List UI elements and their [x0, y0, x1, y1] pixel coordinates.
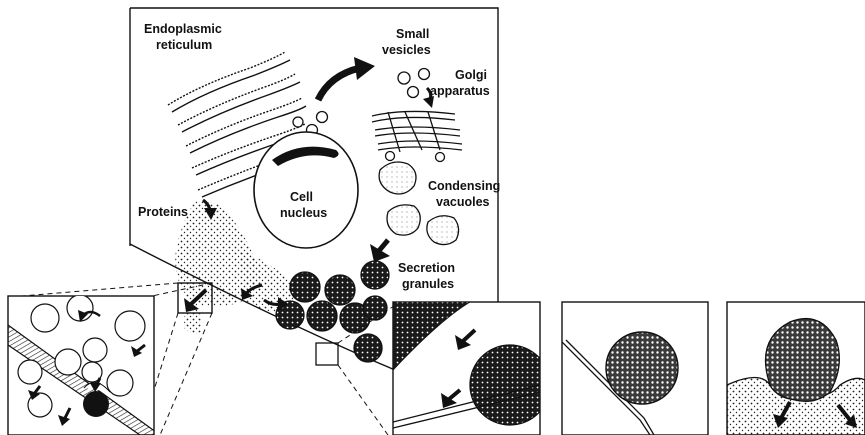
- inset-exocytosis: [727, 302, 865, 435]
- label-nucleus-line1: Cell: [290, 190, 313, 204]
- label-secretion-line2: granules: [402, 277, 454, 291]
- label-er-line2: reticulum: [156, 38, 212, 52]
- label-vesicles-line1: Small: [396, 27, 429, 41]
- label-vesicles-line2: vesicles: [382, 43, 431, 57]
- secretion-granules: [276, 261, 389, 362]
- label-proteins: Proteins: [138, 205, 188, 219]
- label-secretion-line1: Secretion: [398, 261, 455, 275]
- zoom-selection-right: [316, 343, 338, 365]
- label-nucleus-line2: nucleus: [280, 206, 327, 220]
- er-to-vesicles-arrow: [318, 57, 375, 100]
- small-vesicles: [398, 69, 430, 98]
- inset-granules-membrane: [393, 302, 550, 435]
- vacuole-to-granule-arrow: [370, 240, 390, 262]
- label-condensing-line1: Condensing: [428, 179, 500, 193]
- label-condensing-line2: vacuoles: [436, 195, 490, 209]
- label-golgi-line1: Golgi: [455, 68, 487, 82]
- inset-granule-docking: [562, 302, 708, 435]
- label-er-line1: Endoplasmic: [144, 22, 222, 36]
- label-golgi-line2: apparatus: [430, 84, 490, 98]
- inset-vesicle-fusion: [8, 295, 160, 435]
- golgi-apparatus: [372, 111, 462, 161]
